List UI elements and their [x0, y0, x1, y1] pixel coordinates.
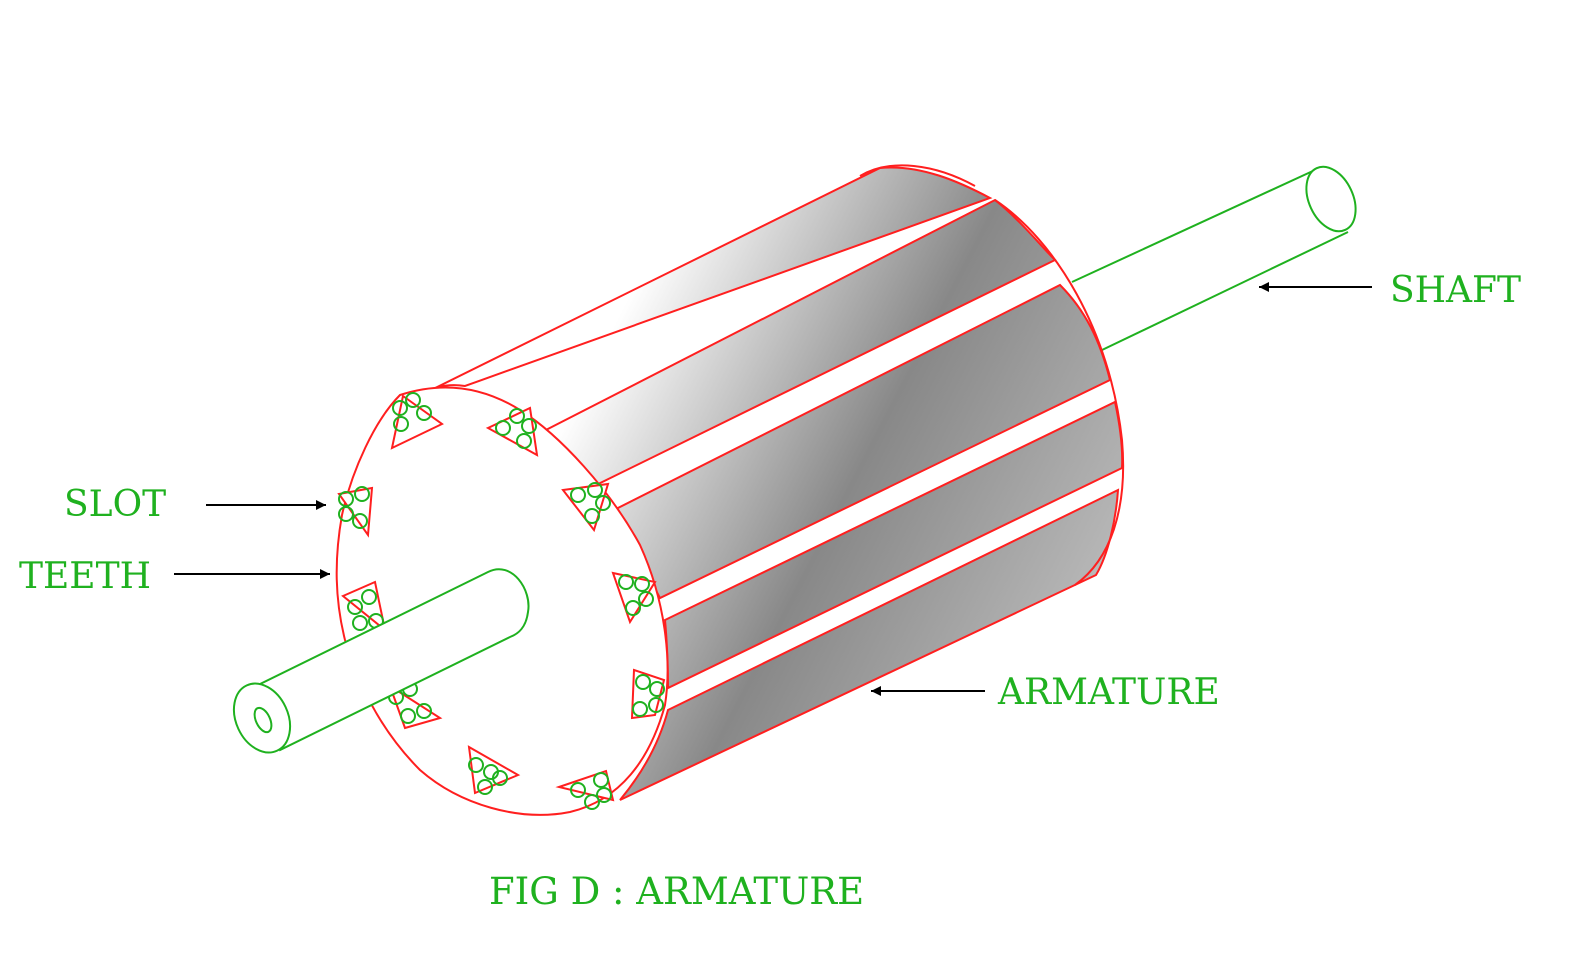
- slot-label: SLOT: [64, 484, 166, 525]
- teeth-label: TEETH: [19, 556, 151, 597]
- pointer-arrows: [174, 282, 1372, 696]
- slot: [555, 769, 615, 802]
- front-shaft: [232, 568, 530, 754]
- conductors: [338, 392, 665, 810]
- back-rim: [859, 164, 1125, 586]
- armature-core: [335, 164, 1125, 816]
- slot: [611, 571, 657, 625]
- armature-label: ARMATURE: [997, 672, 1220, 713]
- shaft-bore: [253, 706, 273, 734]
- back-shaft: [1071, 165, 1357, 351]
- shaft-label: SHAFT: [1390, 270, 1521, 311]
- slot: [390, 394, 444, 450]
- slot: [561, 482, 610, 533]
- figure-caption: FIG D : ARMATURE: [489, 870, 864, 913]
- core-strips: [414, 166, 1124, 801]
